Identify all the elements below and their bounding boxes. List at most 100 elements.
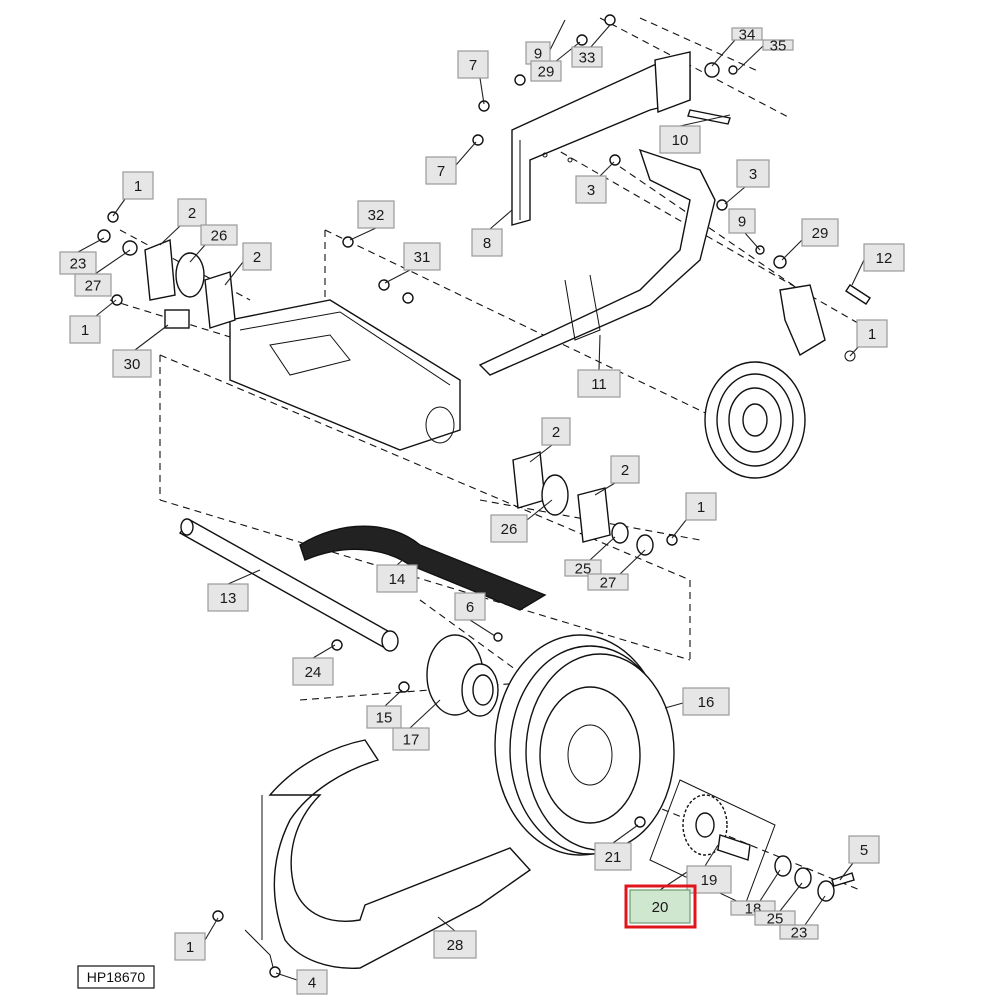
leader-line-2 [589, 24, 611, 49]
callout-19[interactable]: 2 [177, 198, 207, 227]
callout-39[interactable]: 21 [594, 842, 632, 871]
callout-43[interactable]: 25 [754, 910, 796, 928]
callout-7[interactable]: 7 [425, 156, 457, 185]
callout-box [357, 200, 395, 229]
callout-8[interactable]: 3 [575, 175, 607, 204]
callout-18[interactable]: 1 [122, 171, 154, 200]
callout-3[interactable]: 34 [731, 27, 763, 44]
callout-27[interactable]: 2 [610, 455, 640, 484]
callout-16[interactable]: 32 [357, 200, 395, 229]
callout-14[interactable]: 1 [856, 319, 888, 348]
callout-2[interactable]: 33 [571, 46, 603, 68]
callout-number: 23 [791, 925, 808, 942]
callout-box [731, 27, 763, 41]
callout-5[interactable]: 7 [457, 50, 489, 79]
leader-line-19 [159, 225, 181, 246]
callout-13[interactable]: 12 [863, 243, 905, 272]
callout-30[interactable]: 25 [564, 559, 602, 578]
callout-46[interactable]: 28 [433, 930, 477, 959]
callout-1[interactable]: 29 [530, 60, 562, 82]
callout-box [433, 930, 477, 959]
callout-48[interactable]: 4 [296, 969, 328, 995]
callout-23[interactable]: 27 [74, 273, 112, 297]
frame-bracket-part [511, 51, 691, 226]
callout-44[interactable]: 23 [779, 924, 819, 942]
leader-line-37 [409, 699, 441, 729]
leader-line-3 [711, 39, 736, 67]
leader-line-48 [275, 972, 298, 981]
callout-22[interactable]: 23 [59, 251, 97, 275]
callout-box [376, 564, 418, 593]
callout-box [403, 242, 441, 271]
callout-25[interactable]: 30 [112, 349, 152, 378]
callout-32[interactable]: 14 [376, 564, 418, 593]
leader-line-47 [204, 917, 219, 941]
callout-number: 12 [876, 250, 893, 267]
callout-number: 9 [534, 46, 542, 63]
callout-37[interactable]: 17 [392, 727, 430, 751]
callout-box [174, 932, 206, 961]
callout-box [779, 924, 819, 940]
callout-45[interactable]: 20 [629, 889, 691, 924]
callout-40[interactable]: 19 [686, 865, 732, 894]
callout-17[interactable]: 31 [403, 242, 441, 271]
callout-10[interactable]: 3 [736, 159, 770, 188]
callout-number: 7 [469, 57, 477, 74]
callout-number: 2 [188, 205, 196, 222]
callout-21[interactable]: 2 [242, 242, 272, 271]
callout-number: 1 [186, 939, 194, 956]
leader-line-1 [554, 41, 581, 63]
leader-line-32 [396, 544, 421, 566]
callout-34[interactable]: 6 [454, 592, 486, 621]
leader-line-44 [804, 895, 826, 926]
callout-24[interactable]: 1 [69, 315, 101, 344]
leader-line-35 [312, 644, 336, 659]
callout-box [577, 369, 621, 398]
shaft-part [687, 109, 731, 125]
callout-number: 13 [220, 590, 237, 607]
leader-line-23 [94, 249, 131, 275]
callout-number: 8 [483, 235, 491, 252]
callout-26[interactable]: 2 [541, 417, 571, 446]
callout-box [392, 727, 430, 751]
callout-31[interactable]: 27 [587, 573, 629, 592]
hub-part [426, 634, 499, 717]
leader-line-43 [779, 882, 803, 912]
callout-box [177, 198, 207, 227]
callout-29[interactable]: 1 [685, 492, 717, 521]
callout-6[interactable]: 10 [659, 125, 701, 154]
callout-47[interactable]: 1 [174, 932, 206, 961]
leader-line-38 [664, 702, 684, 709]
callout-0[interactable]: 9 [525, 41, 551, 65]
callout-36[interactable]: 15 [366, 705, 402, 729]
leader-line-46 [437, 916, 456, 932]
callout-35[interactable]: 24 [292, 657, 334, 686]
callout-number: 6 [466, 599, 474, 616]
callout-20[interactable]: 26 [200, 224, 238, 246]
callout-number: 2 [621, 462, 629, 479]
roller-part [178, 518, 399, 652]
callout-38[interactable]: 16 [682, 687, 730, 716]
callout-number: 23 [70, 256, 87, 273]
callout-33[interactable]: 13 [207, 583, 249, 612]
callout-9[interactable]: 8 [471, 228, 503, 257]
callout-15[interactable]: 11 [577, 369, 621, 398]
callout-11[interactable]: 9 [728, 208, 756, 234]
callout-box [629, 889, 691, 924]
callout-number: 19 [701, 872, 718, 889]
callout-number: 3 [587, 182, 595, 199]
callout-number: 29 [538, 64, 555, 81]
callout-number: 4 [308, 975, 316, 992]
callout-28[interactable]: 26 [490, 514, 528, 543]
callout-41[interactable]: 5 [848, 835, 880, 864]
callout-number: 32 [368, 207, 385, 224]
callout-number: 2 [552, 424, 560, 441]
callout-number: 1 [81, 322, 89, 339]
leader-line-34 [469, 619, 496, 637]
leader-line-18 [112, 198, 126, 217]
callout-12[interactable]: 29 [801, 218, 839, 247]
callout-4[interactable]: 35 [762, 38, 794, 55]
callout-box [200, 224, 238, 246]
callout-number: 33 [579, 50, 596, 67]
leader-line-33 [227, 569, 261, 585]
